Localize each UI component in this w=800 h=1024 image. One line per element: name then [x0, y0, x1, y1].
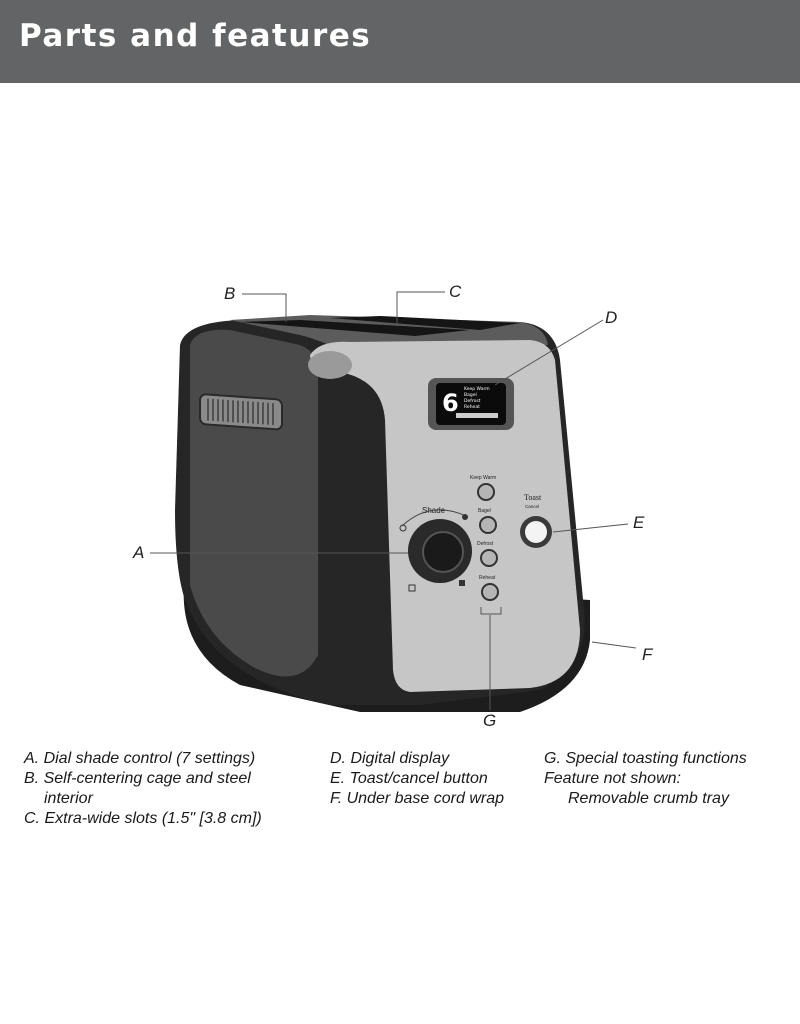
legend-item-g: G. Special toasting functions [544, 750, 747, 767]
legend-item-e: E. Toast/cancel button [330, 770, 488, 787]
leader-d [494, 319, 604, 386]
bagel-button[interactable] [479, 516, 497, 534]
legend-item-a: A. Dial shade control (7 settings) [24, 750, 256, 767]
legend-item-c: C. Extra-wide slots (1.5" [3.8 cm]) [24, 810, 262, 827]
shade-dark-marker [462, 514, 468, 520]
legend-item-b: B. Self-centering cage and steel [24, 770, 251, 787]
display-line-4: Reheat [464, 404, 480, 410]
callout-e: E [633, 513, 645, 532]
legend-item-b-cont: interior [44, 790, 93, 807]
toaster-side-panel [190, 329, 318, 677]
leader-e [552, 523, 629, 533]
display-line-3: Defrost [464, 398, 481, 404]
display-line-2: Bagel [464, 392, 477, 398]
callout-a: A [133, 543, 145, 562]
legend-column-2: D. Digital display E. Toast/cancel butto… [330, 749, 504, 809]
callout-b: B [224, 284, 236, 303]
feature-not-shown-value: Removable crumb tray [568, 790, 729, 807]
display-progress-bar [456, 413, 498, 418]
side-vent [199, 393, 283, 431]
legend-column-3: G. Special toasting functions Feature no… [544, 749, 747, 809]
panel-highlight [308, 351, 352, 379]
display-digit: 6 [442, 389, 459, 417]
leader-lines [150, 291, 637, 710]
bagel-label: Bagel [478, 508, 491, 514]
shade-dial-knob[interactable] [422, 531, 464, 573]
leader-b [242, 293, 287, 322]
leader-c [396, 291, 445, 326]
legend-item-d: D. Digital display [330, 750, 450, 767]
display-line-1: Keep Warm [464, 386, 490, 392]
reheat-button[interactable] [481, 583, 499, 601]
toast-cancel-button[interactable] [525, 521, 547, 543]
legend-column-1: A. Dial shade control (7 settings) B. Se… [24, 749, 262, 829]
page-title: Parts and features [19, 18, 372, 54]
slot-1 [240, 320, 470, 336]
toast-sub-label: Cancel [525, 504, 539, 509]
front-panel [310, 340, 580, 692]
vent-slats [207, 398, 274, 426]
toaster-diagram: 6 Keep Warm Bagel Defrost Reheat Shade K… [0, 270, 800, 740]
toaster-illustration: 6 Keep Warm Bagel Defrost Reheat Shade K… [150, 291, 637, 712]
defrost-button[interactable] [480, 549, 498, 567]
callout-g: G [483, 711, 497, 730]
feature-not-shown-label: Feature not shown: [544, 770, 681, 787]
callout-d: D [605, 308, 618, 327]
shade-arc [401, 509, 467, 527]
leader-g-bracket [480, 607, 502, 615]
shade-max-icon [459, 580, 465, 586]
reheat-label: Reheat [479, 575, 496, 581]
defrost-label: Defrost [477, 541, 494, 547]
leader-f [591, 641, 637, 649]
page-header: Parts and features [0, 0, 800, 83]
slot-2 [330, 316, 520, 330]
legend-item-f: F. Under base cord wrap [330, 790, 505, 807]
toast-label: Toast [524, 493, 542, 502]
keep-warm-button[interactable] [477, 483, 495, 501]
callout-c: C [449, 282, 462, 301]
callout-f: F [642, 645, 653, 664]
shade-light-marker [399, 524, 407, 532]
shade-min-icon [408, 584, 416, 592]
keep-warm-label: Keep Warm [470, 475, 496, 481]
